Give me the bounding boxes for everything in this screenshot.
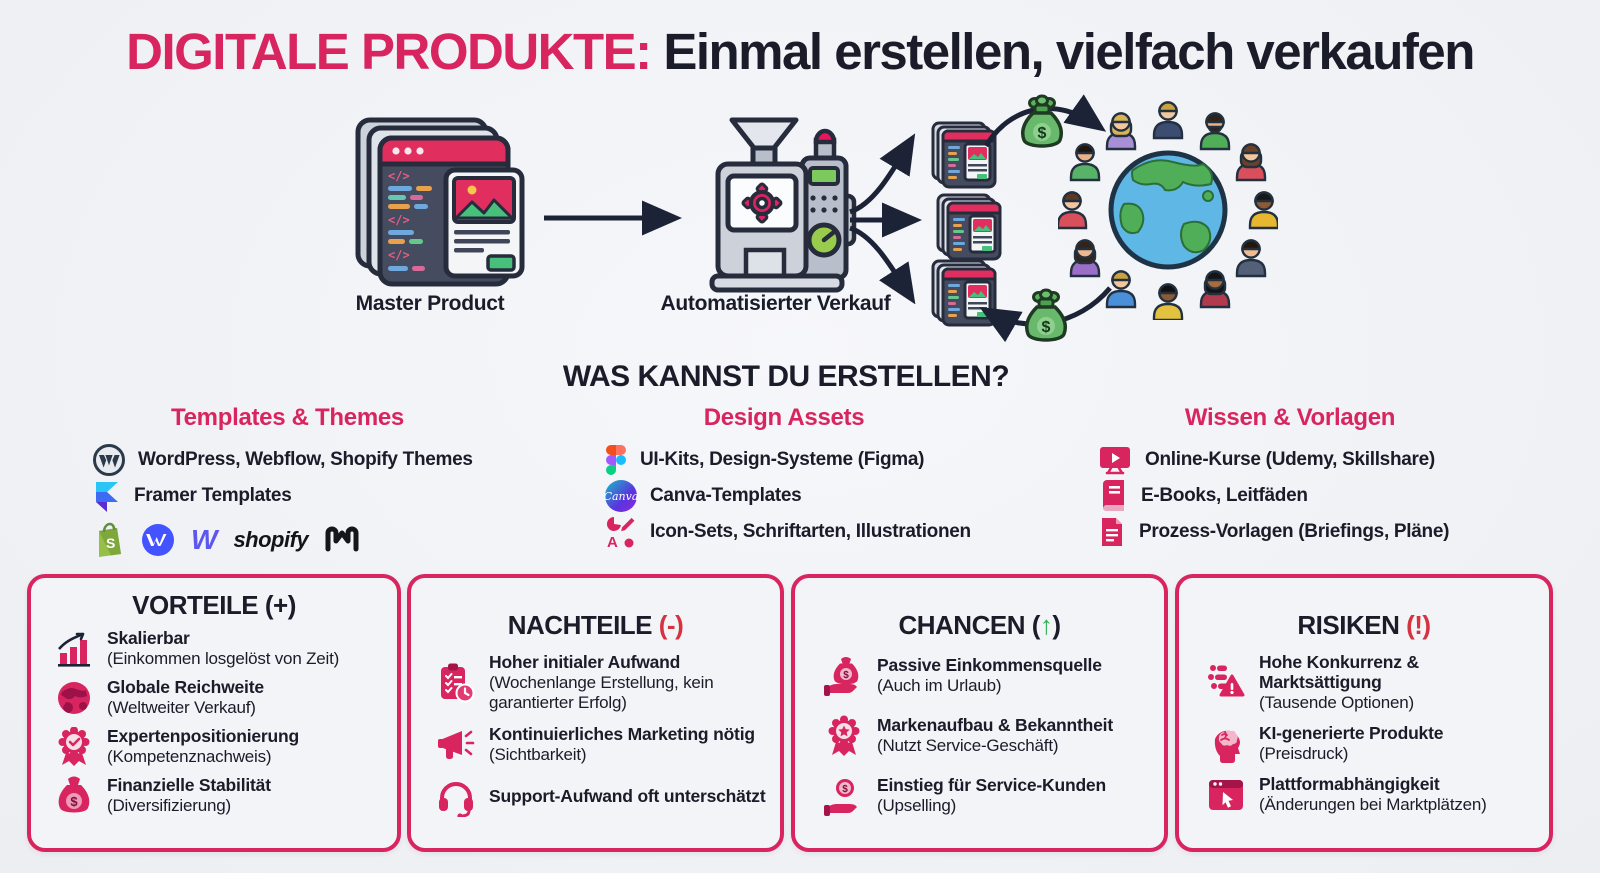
svg-text:A: A (607, 534, 618, 549)
card-item: KI-generierte Produkte(Preisdruck) (1205, 723, 1543, 765)
framer-icon (93, 480, 121, 512)
fanout-arrows-icon (849, 133, 922, 304)
monitor-play-icon (1098, 444, 1132, 476)
master-product-illustration: </> </> </> (355, 117, 525, 287)
column-wissen-vorlagen: Wissen & Vorlagen Online-Kurse (Udemy, S… (1050, 404, 1530, 550)
megaphone-icon (435, 726, 477, 764)
canva-icon: Canva (604, 480, 638, 512)
badge-star-icon (823, 715, 865, 757)
global-customers-illustration (1058, 101, 1278, 320)
page-title-highlight: DIGITALE PRODUKTE: (126, 23, 652, 80)
webflow-app-logo (141, 523, 175, 557)
headset-icon (435, 777, 477, 817)
ai-brain-icon (1205, 723, 1247, 765)
card-item: Globale Reichweite(Weltweiter Verkauf) (53, 677, 389, 718)
list-item-label: Prozess-Vorlagen (Briefings, Pläne) (1139, 521, 1450, 542)
card-risiken: RISIKEN (!) Hohe Konkurrenz & Marktsätti… (1175, 574, 1553, 852)
column-title: Templates & Themes (171, 404, 404, 431)
list-item: Online-Kurse (Udemy, Skillshare) (1050, 442, 1530, 478)
master-product-label: Master Product (355, 292, 505, 315)
card-item: Plattformabhängigkeit(Änderungen bei Mar… (1205, 774, 1543, 815)
platform-cursor-icon (1205, 777, 1247, 813)
figma-icon (605, 444, 627, 476)
card-item: Support-Aufwand oft unterschätzt (435, 777, 774, 817)
hand-coin-icon: $ (823, 775, 865, 817)
card-nachteile: NACHTEILE (-) Hoher initialer Aufwand(Wo… (407, 574, 784, 852)
money-bag-icon: $ (53, 776, 95, 816)
card-item: Expertenpositionierung(Kompetenznachweis… (53, 726, 389, 767)
column-templates-themes: Templates & Themes WordPress, Webflow, S… (55, 404, 520, 560)
shopify-wordmark-logo: shopify (233, 527, 309, 552)
svg-text:</>: </> (388, 169, 410, 183)
crowd-warning-icon (1205, 662, 1247, 704)
svg-text:$: $ (1042, 319, 1051, 336)
card-title: NACHTEILE (-) (507, 610, 684, 640)
card-item: Markenaufbau & Bekanntheit(Nutzt Service… (823, 715, 1158, 757)
list-item-label: UI-Kits, Design-Systeme (Figma) (640, 449, 925, 470)
machine-illustration (709, 117, 857, 293)
list-item: Prozess-Vorlagen (Briefings, Pläne) (1050, 514, 1530, 550)
growth-chart-icon (53, 629, 95, 669)
card-item: $ Passive Einkommensquelle(Auch im Urlau… (823, 655, 1158, 697)
machine-label: Automatisierter Verkauf (660, 292, 891, 315)
globe-icon (53, 678, 95, 718)
column-title: Wissen & Vorlagen (1184, 404, 1396, 431)
create-section-heading: WAS KANNST DU ERSTELLEN? (562, 360, 1010, 393)
product-copy-stack (931, 259, 997, 327)
webflow-w-logo: W (191, 524, 218, 555)
flow-arrow-icon (544, 200, 682, 236)
column-design-assets: Design Assets UI-Kits, Design-Systeme (F… (560, 404, 1008, 550)
list-item-label: Canva-Templates (650, 485, 802, 506)
card-item: $ Finanzielle Stabilität(Diversifizierun… (53, 775, 389, 816)
card-item: Hoher initialer Aufwand(Wochenlange Erst… (435, 652, 774, 713)
card-chancen: CHANCEN (↑) $ Passive Einkommensquelle(A… (791, 574, 1168, 852)
product-copy-stack (936, 193, 1002, 261)
list-item-label: WordPress, Webflow, Shopify Themes (138, 449, 473, 470)
shopify-bag-logo: S (93, 522, 125, 558)
list-item-label: Icon-Sets, Schriftarten, Illustrationen (650, 521, 971, 542)
svg-text:$: $ (70, 794, 78, 809)
page-title: DIGITALE PRODUKTE: Einmal erstellen, vie… (0, 22, 1600, 81)
product-copy-stack (931, 121, 997, 189)
list-item: Framer Templates (55, 478, 520, 514)
wordpress-icon (93, 444, 125, 476)
card-item: $ Einstieg für Service-Kunden(Upselling) (823, 775, 1158, 817)
icon-set-icon: A (605, 515, 637, 549)
list-item: E-Books, Leitfäden (1050, 478, 1530, 514)
list-item: UI-Kits, Design-Systeme (Figma) (560, 442, 1008, 478)
svg-text:$: $ (1038, 125, 1047, 142)
column-title: Design Assets (703, 404, 865, 431)
book-icon (1098, 480, 1128, 512)
w-mark-logo (324, 525, 362, 555)
card-title: VORTEILE (+) (132, 590, 296, 620)
card-item: Kontinuierliches Marketing nötig(Sichtba… (435, 724, 774, 765)
card-item: Hohe Konkurrenz & Marktsättigung(Tausend… (1205, 652, 1543, 713)
svg-text:$: $ (842, 784, 848, 795)
platform-logo-row: S W shopify (55, 520, 520, 560)
award-check-icon (53, 727, 95, 767)
list-item-label: E-Books, Leitfäden (1141, 485, 1308, 506)
clipboard-clock-icon (435, 662, 477, 704)
money-bag-top-icon: $ (1020, 94, 1064, 148)
card-item: Skalierbar(Einkommen losgelöst von Zeit) (53, 628, 389, 669)
document-icon (1098, 516, 1126, 548)
svg-text:$: $ (843, 670, 849, 681)
card-vorteile: VORTEILE (+) Skalierbar(Einkommen losgel… (27, 574, 401, 852)
list-item: A Icon-Sets, Schriftarten, Illustratione… (560, 514, 1008, 550)
svg-text:S: S (106, 535, 115, 551)
hand-money-bag-icon: $ (823, 655, 865, 697)
list-item-label: Framer Templates (134, 485, 292, 506)
money-bag-bottom-icon: $ (1024, 288, 1068, 342)
list-item-label: Online-Kurse (Udemy, Skillshare) (1145, 449, 1435, 470)
page-title-rest: Einmal erstellen, vielfach verkaufen (650, 23, 1475, 80)
svg-text:</>: </> (388, 248, 410, 262)
list-item: Canva Canva-Templates (560, 478, 1008, 514)
card-title: RISIKEN (!) (1297, 610, 1431, 640)
list-item: WordPress, Webflow, Shopify Themes (55, 442, 520, 478)
card-title: CHANCEN (↑) (898, 610, 1061, 640)
svg-text:</>: </> (388, 213, 410, 227)
